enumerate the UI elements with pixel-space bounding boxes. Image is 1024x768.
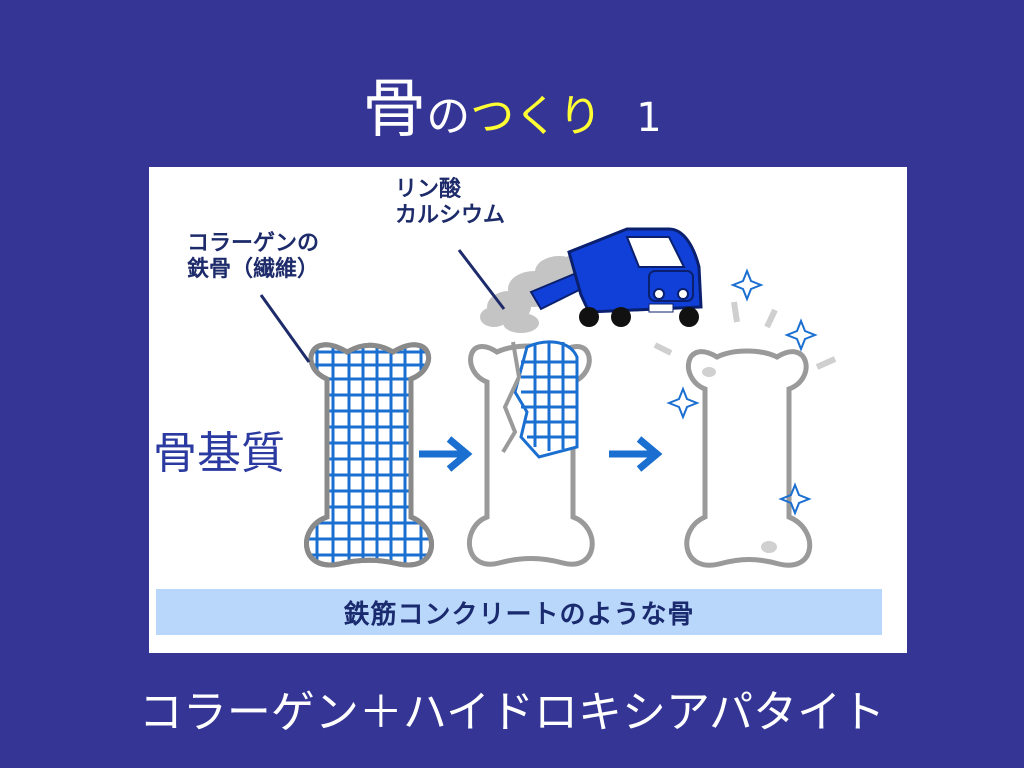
calcium-label-line1: リン酸 [395, 177, 462, 202]
title-number: 1 [636, 95, 662, 141]
collagen-label-line2: 鉄骨（繊維） [187, 257, 320, 282]
bottom-formula: コラーゲン＋ハイドロキシアパタイト [138, 687, 886, 738]
title-no: の [426, 91, 471, 142]
collagen-label: コラーゲンの 鉄骨（繊維） [187, 231, 319, 283]
collagen-label-line1: コラーゲンの [187, 231, 320, 256]
dump-truck-icon [529, 227, 703, 327]
calcium-label-line2: カルシウム [395, 203, 506, 228]
arrow-right-icon [609, 436, 663, 472]
title-bone: 骨 [362, 73, 427, 147]
sparkle-icon [666, 386, 700, 420]
sparkle-icon [784, 318, 818, 352]
figure-panel: コラーゲンの 鉄骨（繊維） リン酸 カルシウム 骨基質 鉄筋コンクリートのような… [149, 167, 907, 653]
bone-illustration [259, 227, 837, 568]
figure-caption: 鉄筋コンクリートのような骨 [156, 589, 882, 635]
calcium-pointer [457, 249, 506, 310]
collagen-pointer [259, 294, 311, 363]
arrow-right-icon [419, 436, 473, 472]
title-accent: つくり [470, 91, 603, 142]
figure-caption-text: 鉄筋コンクリートのような骨 [343, 599, 695, 630]
slide-title: 骨のつくり 1 [0, 58, 1024, 150]
calcium-label: リン酸 カルシウム [395, 177, 505, 229]
sparkle-icon [778, 482, 812, 516]
sparkle-icon [730, 268, 764, 302]
finished-bone [653, 301, 837, 568]
partial-bone [466, 340, 595, 567]
bone-matrix-label: 骨基質 [153, 428, 285, 479]
